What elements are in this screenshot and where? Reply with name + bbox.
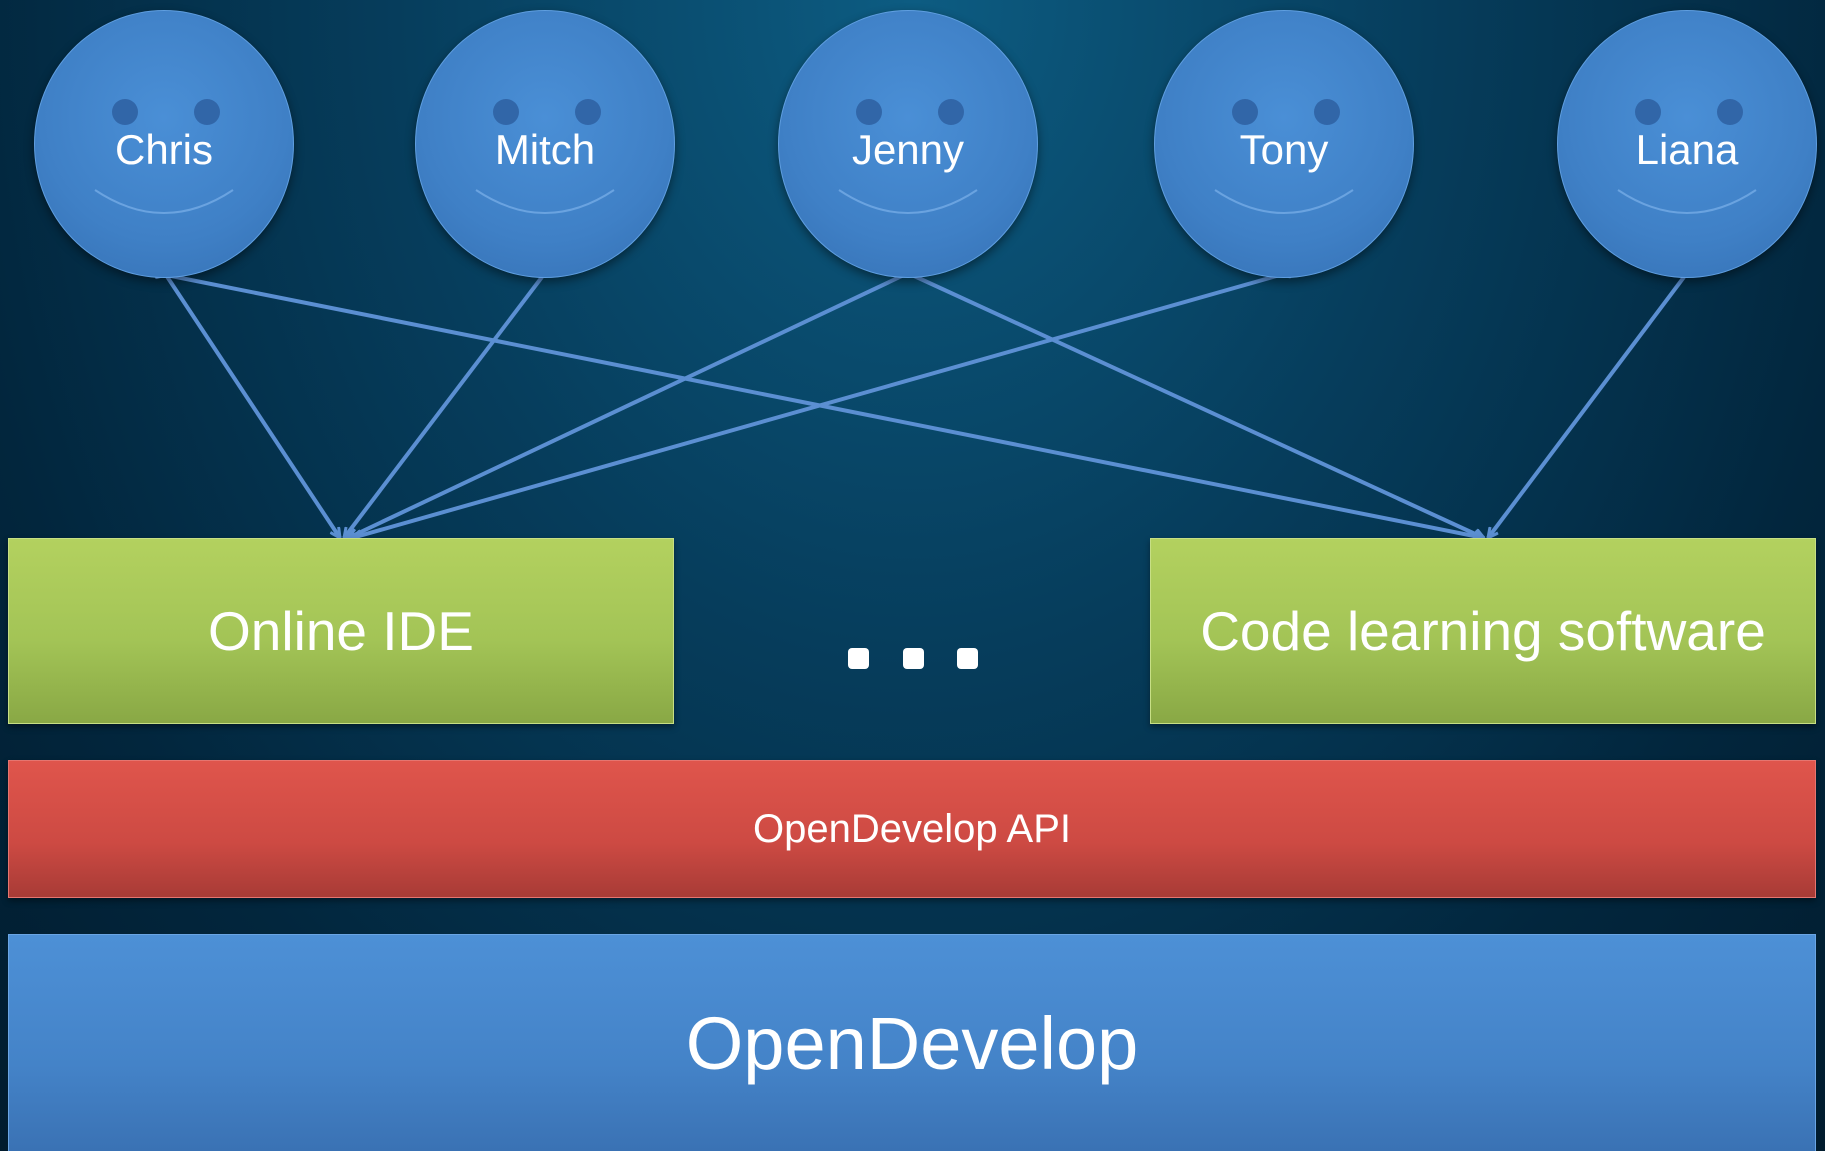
user-name: Mitch — [494, 126, 596, 173]
eye-icon — [194, 99, 220, 125]
user-face-liana: Liana — [1557, 10, 1817, 278]
eye-icon — [1717, 99, 1743, 125]
user-face-tony: Tony — [1154, 10, 1414, 278]
smile-icon — [94, 189, 234, 214]
arrow-jenny-code-learning — [912, 275, 1484, 538]
smile-icon — [475, 189, 615, 214]
ellipsis-dot — [848, 648, 869, 669]
eye-icon — [856, 99, 882, 125]
user-face-mitch: Mitch — [415, 10, 675, 278]
ellipsis-dot — [902, 648, 924, 669]
eye-icon — [1314, 99, 1340, 125]
arrow-tony-online-ide — [352, 275, 1280, 538]
smile-icon — [838, 189, 978, 214]
user-face-jenny: Jenny — [778, 10, 1038, 278]
smile-icon — [1214, 189, 1354, 214]
eye-icon — [112, 99, 138, 125]
arrow-liana-code-learning — [1488, 277, 1684, 538]
user-name: Chris — [114, 126, 213, 173]
user-name: Tony — [1239, 126, 1329, 173]
core-platform-layer: OpenDevelop — [8, 934, 1816, 1151]
eye-icon — [1635, 99, 1661, 125]
eye-icon — [1232, 99, 1258, 125]
api-layer: OpenDevelop API — [8, 760, 1816, 898]
eye-icon — [493, 99, 519, 125]
arrow-chris-online-ide — [166, 275, 340, 538]
user-face-chris: Chris — [34, 10, 294, 278]
user-name: Jenny — [851, 126, 965, 173]
ellipsis-icon — [848, 648, 978, 678]
user-name: Liana — [1635, 126, 1739, 173]
smile-icon — [1617, 189, 1757, 214]
ellipsis-dot — [957, 648, 978, 669]
app-online-ide: Online IDE — [8, 538, 674, 724]
app-code-learning-software: Code learning software — [1150, 538, 1816, 724]
eye-icon — [575, 99, 601, 125]
eye-icon — [938, 99, 964, 125]
